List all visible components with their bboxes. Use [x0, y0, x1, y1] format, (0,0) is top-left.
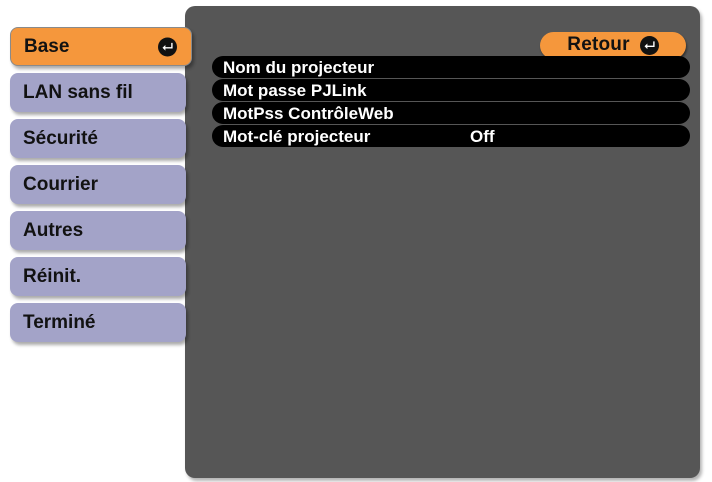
- sidebar-item-label: Terminé: [23, 312, 96, 333]
- setting-row[interactable]: Mot passe PJLink: [212, 79, 690, 101]
- sidebar-item-label: Autres: [23, 220, 84, 241]
- setting-row[interactable]: Mot-clé projecteur Off: [212, 125, 690, 147]
- sidebar-item-autres[interactable]: Autres: [10, 211, 186, 250]
- sidebar-item-lan-sans-fil[interactable]: LAN sans fil: [10, 73, 186, 112]
- setting-row-value: Off: [470, 126, 495, 146]
- sidebar-item-termine[interactable]: Terminé: [10, 303, 186, 342]
- back-button[interactable]: Retour: [540, 32, 686, 59]
- sidebar-item-courrier[interactable]: Courrier: [10, 165, 186, 204]
- setting-row-label: Mot-clé projecteur: [223, 126, 371, 146]
- setting-row[interactable]: Nom du projecteur: [212, 56, 690, 78]
- enter-arrow-icon: [639, 36, 659, 55]
- settings-list: Nom du projecteur Mot passe PJLink MotPs…: [212, 56, 690, 148]
- sidebar-item-label: Réinit.: [23, 266, 82, 287]
- sidebar-item-reinit[interactable]: Réinit.: [10, 257, 186, 296]
- enter-arrow-icon: [158, 37, 177, 56]
- sidebar-item-label: Base: [24, 36, 70, 57]
- setting-row-label: MotPss ContrôleWeb: [223, 103, 394, 123]
- sidebar-item-base[interactable]: Base: [10, 27, 192, 66]
- setting-row[interactable]: MotPss ContrôleWeb: [212, 102, 690, 124]
- setting-row-label: Mot passe PJLink: [223, 80, 367, 100]
- settings-panel: Retour Nom du projecteur Mot passe PJLin…: [185, 6, 700, 478]
- sidebar-item-label: Courrier: [23, 174, 98, 195]
- setting-row-label: Nom du projecteur: [223, 57, 375, 77]
- sidebar-item-label: Sécurité: [23, 128, 98, 149]
- sidebar: Base LAN sans fil Sécurité Courrier Autr…: [10, 27, 192, 349]
- sidebar-item-label: LAN sans fil: [23, 82, 133, 103]
- back-button-label: Retour: [567, 34, 630, 55]
- sidebar-item-securite[interactable]: Sécurité: [10, 119, 186, 158]
